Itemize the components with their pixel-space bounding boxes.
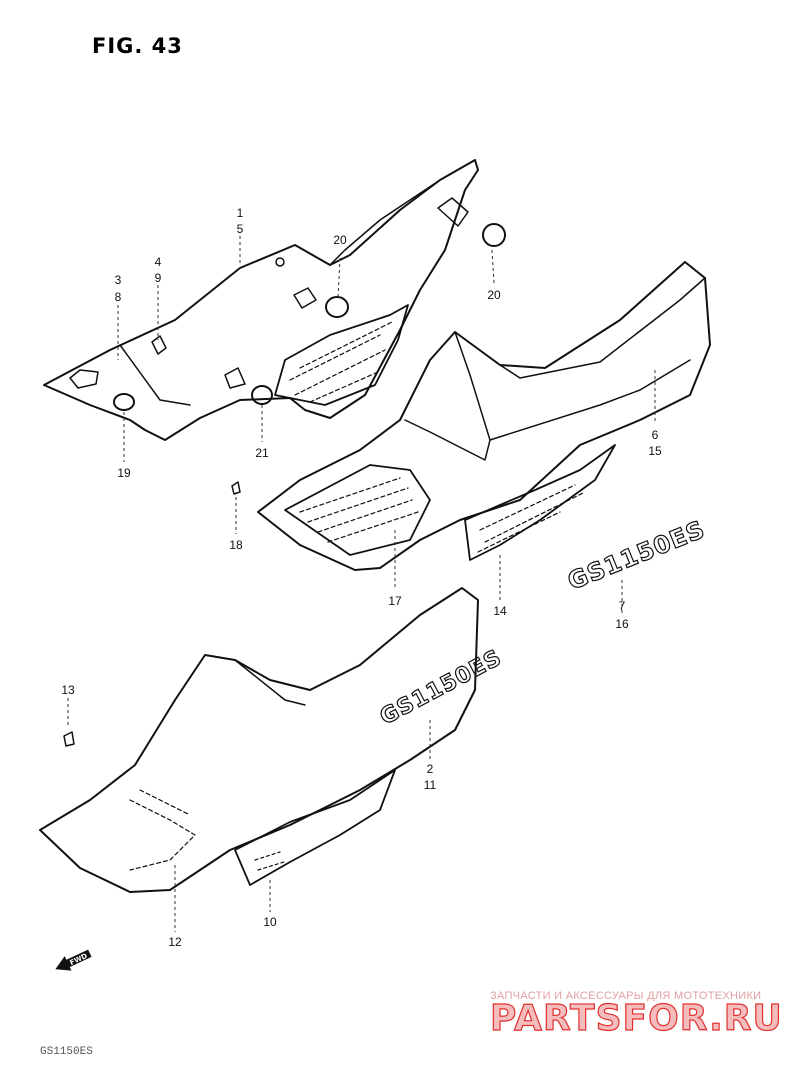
callout-7: 7 [618,599,626,613]
screw-13 [63,731,75,747]
callout-4: 4 [154,255,162,269]
callout-21: 21 [255,446,269,460]
callout-20b: 20 [487,288,501,302]
callout-1: 1 [236,206,244,220]
callout-20a: 20 [333,233,347,247]
grommet-21 [251,385,273,405]
clip-part-8 [69,369,99,389]
tail-cover [257,261,711,571]
frame-cover-louvers [274,304,409,406]
watermark-logo: PARTSFOR.RU [490,998,783,1039]
rear-flap-10 [234,769,396,886]
clip-part-9 [151,335,167,355]
figure-title: FIG. 43 [92,34,183,58]
tail-louvers-17 [284,464,431,556]
watermark-tagline: ЗАПЧАСТИ И АКСЕССУАРЫ ДЛЯ МОТОТЕХНИКИ [490,990,762,1002]
callout-2: 2 [426,762,434,776]
callout-15: 15 [648,444,662,458]
callout-11: 11 [423,778,437,792]
callout-3: 3 [114,273,122,287]
clip-part-upper [437,197,469,227]
callout-13: 13 [61,683,75,697]
callout-14: 14 [493,604,507,618]
screw-18 [231,481,241,495]
grommet-20a [325,296,349,318]
decal-gs1150es-large: GS1150ES [376,645,506,730]
rear-fairing [39,587,479,893]
tail-louvers-14 [464,444,616,561]
callout-10: 10 [263,915,277,929]
decal-gs1150es-small: GS1150ES [564,515,709,595]
grommet-20b [482,223,506,247]
svg-text:FWD: FWD [69,952,89,967]
callout-17: 17 [388,594,402,608]
callout-6: 6 [651,428,659,442]
callout-12: 12 [168,935,182,949]
callout-16: 16 [615,617,629,631]
fwd-arrow-icon: FWD [55,949,92,971]
callout-8: 8 [114,290,122,304]
footer-code: GS1150ES [40,1046,93,1058]
grommet-19 [113,393,135,411]
callout-18: 18 [229,538,243,552]
callout-5: 5 [236,222,244,236]
frame-cover [43,159,479,441]
callout-9: 9 [154,271,162,285]
callout-19: 19 [117,466,131,480]
